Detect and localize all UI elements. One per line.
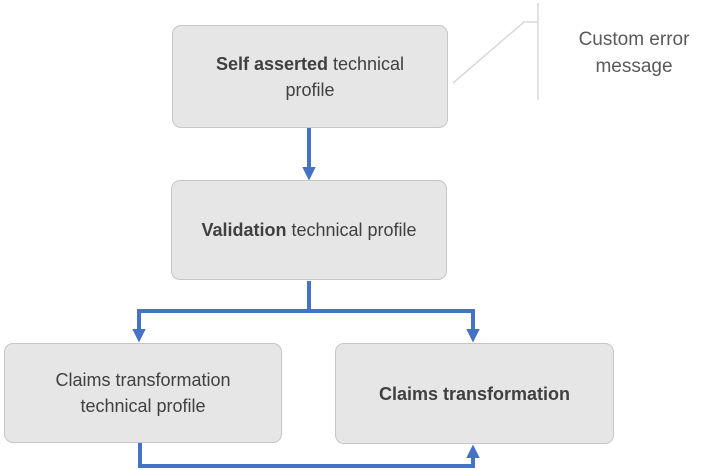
node-label: Claims transformation technical profile [29, 367, 257, 419]
node-label-rest: technical profile [286, 220, 417, 240]
node-claims-transformation: Claims transformation [335, 343, 614, 444]
node-label-bold: Self asserted [215, 53, 328, 74]
node-label: Claims transformation [379, 381, 570, 407]
node-validation-technical-profile: Validation technical profile [171, 180, 447, 280]
node-claims-transformation-technical-profile: Claims transformation technical profile [4, 343, 282, 443]
node-label-bold: Claims transformation [378, 383, 571, 404]
annotation-custom-error-message: Custom error message [578, 29, 690, 77]
node-label-rest: Claims transformation technical profile [55, 370, 231, 416]
callout-leader-line [452, 21, 538, 84]
node-label: Self asserted technical profile [197, 51, 423, 103]
node-label-rest: technical profile [285, 53, 405, 100]
node-label-bold: Validation [201, 220, 287, 240]
node-self-asserted-technical-profile: Self asserted technical profile [172, 25, 448, 128]
node-label: Validation technical profile [201, 217, 416, 243]
